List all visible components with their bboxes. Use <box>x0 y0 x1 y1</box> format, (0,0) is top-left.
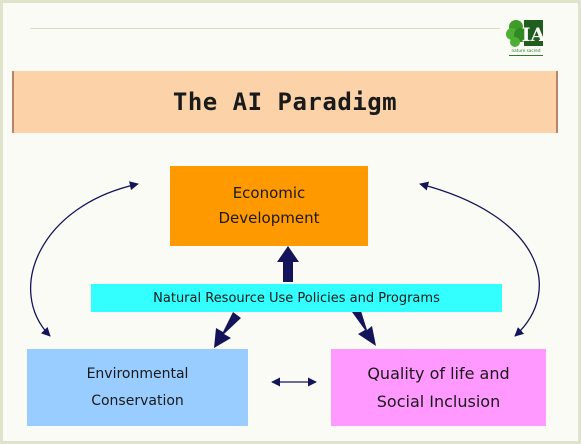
logo-tree-icon: IA nature sacred <box>506 20 546 56</box>
environmental-line-1: Environmental <box>86 365 189 382</box>
arrow-down-right-thick <box>352 311 376 346</box>
logo-text: IA <box>522 24 546 46</box>
arrow-econ-env <box>29 181 139 337</box>
economic-development-box: Economic Development <box>170 166 368 246</box>
arrow-econ-qol <box>419 181 540 337</box>
natural-resource-label: Natural Resource Use Policies and Progra… <box>153 290 440 306</box>
economic-line-2: Development <box>218 209 320 227</box>
header-rule <box>30 28 500 29</box>
slide-title: The AI Paradigm <box>172 88 398 116</box>
arrow-up-thick <box>277 246 299 282</box>
economic-line-1: Economic <box>232 184 306 202</box>
environmental-conservation-box: Environmental Conservation <box>27 349 248 426</box>
natural-resource-policies-box: Natural Resource Use Policies and Progra… <box>91 284 502 312</box>
quality-line-2: Social Inclusion <box>376 391 501 411</box>
title-banner: The AI Paradigm <box>12 71 558 133</box>
logo-caption: nature sacred <box>512 48 541 53</box>
quality-of-life-box: Quality of life and Social Inclusion <box>331 349 546 426</box>
arrow-down-left-thick <box>214 312 241 348</box>
quality-line-1: Quality of life and <box>367 363 510 383</box>
environmental-line-2: Conservation <box>91 392 184 409</box>
